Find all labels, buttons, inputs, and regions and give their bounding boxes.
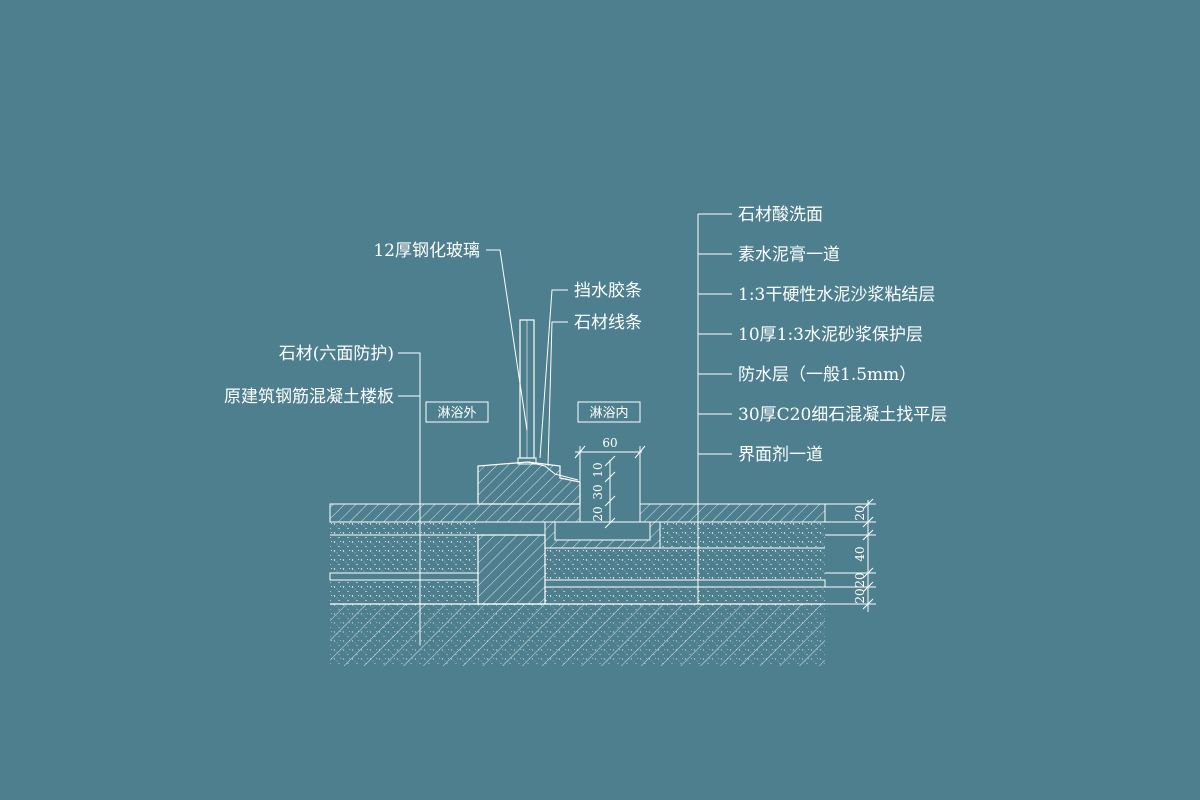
layers-inside <box>544 521 826 604</box>
dim-r3: 20 <box>853 572 867 587</box>
dim-h2: 30 <box>591 484 605 499</box>
dim-h1: 10 <box>591 462 605 477</box>
label-waterproof-layer: 防水层（一般1.5mm） <box>738 365 916 385</box>
concrete-slab <box>330 603 825 666</box>
label-cement-paste: 素水泥膏一道 <box>738 244 840 265</box>
label-leveling-layer: 30厚C20细石混凝土找平层 <box>738 405 947 425</box>
label-stone-strip: 石材线条 <box>574 313 642 333</box>
dim-r2: 40 <box>853 546 867 561</box>
curb-block <box>477 534 546 605</box>
layers-outside <box>329 521 479 604</box>
stone-sill <box>477 461 581 505</box>
label-stone: 石材(六面防护) <box>279 344 394 364</box>
dim-r4: 20 <box>853 588 867 603</box>
zone-outside-label: 淋浴外 <box>437 406 476 421</box>
label-water-strip: 挡水胶条 <box>574 281 642 301</box>
dim-h3: 20 <box>591 506 605 521</box>
dim-r1: 20 <box>853 505 867 520</box>
zone-outside: 淋浴外 <box>425 401 489 423</box>
zone-inside-label: 淋浴内 <box>589 405 628 421</box>
tempered-glass <box>517 319 537 465</box>
label-protection-layer: 10厚1:3水泥砂浆保护层 <box>738 325 923 345</box>
leader-lines-left <box>398 249 568 645</box>
zone-inside: 淋浴内 <box>577 401 641 423</box>
label-tempered-glass: 12厚钢化玻璃 <box>373 241 480 261</box>
label-bonding-layer: 1:3干硬性水泥沙浆粘结层 <box>738 285 935 305</box>
label-interface-agent: 界面剂一道 <box>738 445 823 465</box>
label-slab: 原建筑钢筋混凝土楼板 <box>224 387 394 407</box>
label-stone-acid-wash: 石材酸洗面 <box>738 205 823 225</box>
leader-lines-right <box>697 213 732 604</box>
dimension-lines <box>574 445 876 612</box>
stone-finish <box>329 503 826 549</box>
dim-groove-width: 60 <box>602 436 617 450</box>
